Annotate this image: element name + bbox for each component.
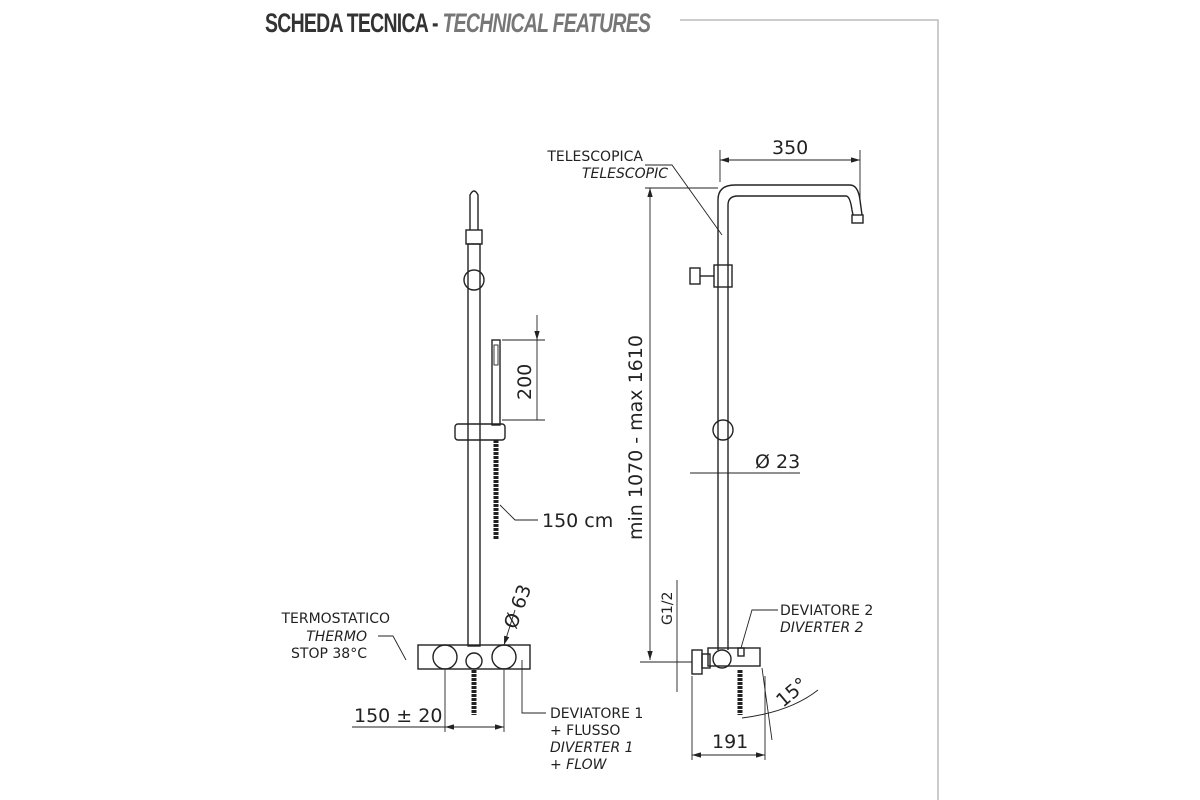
diverter2-label-en: DIVERTER 2 bbox=[780, 620, 864, 636]
page-title: SCHEDA TECNICA - TECHNICAL FEATURES bbox=[265, 8, 651, 39]
dim-angle: 15° bbox=[772, 673, 812, 712]
dim-body-diameter: Ø 63 bbox=[500, 582, 536, 632]
frame-line bbox=[680, 19, 939, 800]
title-italian: SCHEDA TECNICA - bbox=[265, 8, 439, 38]
telescopic-label-en: TELESCOPIC bbox=[582, 166, 668, 182]
diverter1-flow-it: + FLUSSO bbox=[550, 723, 620, 739]
diverter1-label-en: DIVERTER 1 bbox=[550, 740, 634, 756]
thermo-label-en: THERMO bbox=[306, 629, 367, 645]
thermo-stop-label: STOP 38°C bbox=[291, 646, 367, 662]
left-shower-unit: 200 150 cm Ø 63 TERMOSTATICO THERMO STOP… bbox=[280, 190, 643, 773]
dim-arm-length: 350 bbox=[772, 137, 808, 159]
diverter2-label-it: DEVIATORE 2 bbox=[780, 603, 873, 619]
dim-thread: G1/2 bbox=[660, 592, 676, 625]
right-shower-unit: 350 TELESCOPICA TELESCOPIC min 1070 - ma… bbox=[546, 137, 873, 760]
telescopic-label-it: TELESCOPICA bbox=[546, 149, 643, 165]
diverter1-flow-en: + FLOW bbox=[550, 757, 608, 773]
dim-depth: 191 bbox=[712, 731, 748, 753]
thermo-label-it: TERMOSTATICO bbox=[280, 611, 390, 627]
dim-height-range: min 1070 - max 1610 bbox=[625, 335, 647, 540]
dim-hose: 150 cm bbox=[542, 510, 613, 532]
dim-centers: 150 ± 20 bbox=[354, 705, 442, 727]
dim-pipe-diameter: Ø 23 bbox=[755, 451, 800, 473]
dim-hand-shower: 200 bbox=[514, 364, 536, 400]
title-english: TECHNICAL FEATURES bbox=[442, 8, 651, 38]
diverter1-label-it: DEVIATORE 1 bbox=[550, 706, 643, 722]
